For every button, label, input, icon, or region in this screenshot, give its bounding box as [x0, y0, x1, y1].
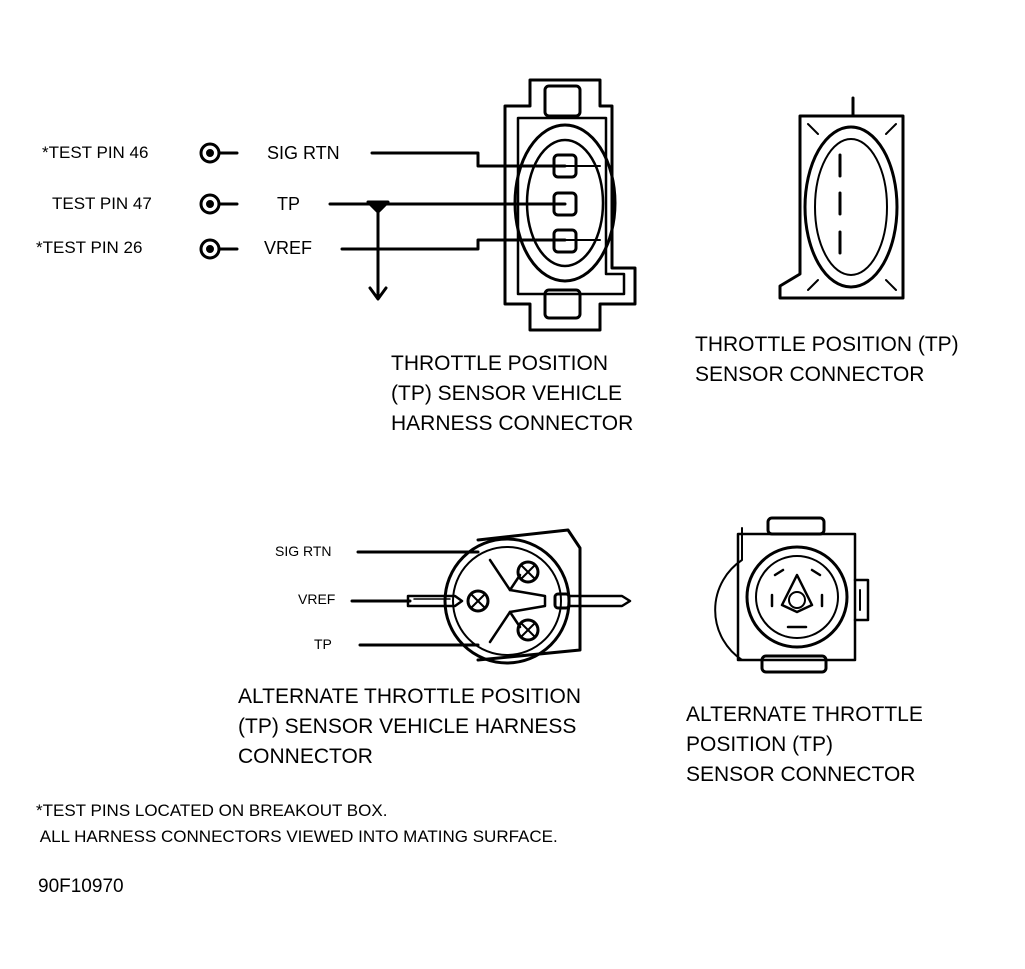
- alt-vref-label: VREF: [298, 591, 336, 607]
- caption-line: THROTTLE POSITION (TP): [695, 333, 959, 356]
- sig-rtn-label: SIG RTN: [267, 143, 340, 163]
- caption-line: POSITION (TP): [686, 733, 833, 756]
- caption-line: (TP) SENSOR VEHICLE: [391, 382, 623, 405]
- test-pin-47-label: TEST PIN 47: [52, 194, 152, 213]
- footnote: *TEST PINS LOCATED ON BREAKOUT BOX. ALL …: [36, 798, 558, 850]
- footnote-line: ALL HARNESS CONNECTORS VIEWED INTO MATIN…: [36, 827, 558, 846]
- figure-code: 90F10970: [38, 876, 124, 897]
- caption-line: ALTERNATE THROTTLE POSITION: [238, 685, 582, 708]
- tp-harness-caption: THROTTLE POSITION (TP) SENSOR VEHICLE HA…: [391, 349, 633, 439]
- caption-line: ALTERNATE THROTTLE: [686, 703, 923, 726]
- alt-tp-label: TP: [314, 636, 332, 652]
- footnote-line: *TEST PINS LOCATED ON BREAKOUT BOX.: [36, 801, 388, 820]
- caption-line: SENSOR CONNECTOR: [695, 363, 925, 386]
- test-pin-26-label: *TEST PIN 26: [36, 238, 143, 257]
- alt-harness-wires: [350, 550, 480, 647]
- test-pin-symbols: [199, 142, 239, 260]
- tp-label: TP: [277, 194, 301, 214]
- tp-sensor-caption: THROTTLE POSITION (TP) SENSOR CONNECTOR: [695, 330, 959, 390]
- alt-sensor-connector: [714, 516, 870, 674]
- caption-line: (TP) SENSOR VEHICLE HARNESS: [238, 715, 577, 738]
- tp-sensor-connector: [778, 96, 905, 300]
- tp-harness-connector: [503, 78, 637, 332]
- caption-line: CONNECTOR: [238, 745, 373, 768]
- caption-line: SENSOR CONNECTOR: [686, 763, 916, 786]
- alt-sig-rtn-label: SIG RTN: [275, 543, 332, 559]
- caption-line: HARNESS CONNECTOR: [391, 412, 634, 435]
- alt-harness-connector: [406, 528, 632, 665]
- alt-sensor-caption: ALTERNATE THROTTLE POSITION (TP) SENSOR …: [686, 700, 923, 790]
- caption-line: THROTTLE POSITION: [391, 352, 609, 375]
- vref-label: VREF: [264, 238, 313, 258]
- test-pin-46-label: *TEST PIN 46: [42, 143, 149, 162]
- alt-harness-caption: ALTERNATE THROTTLE POSITION (TP) SENSOR …: [238, 682, 581, 772]
